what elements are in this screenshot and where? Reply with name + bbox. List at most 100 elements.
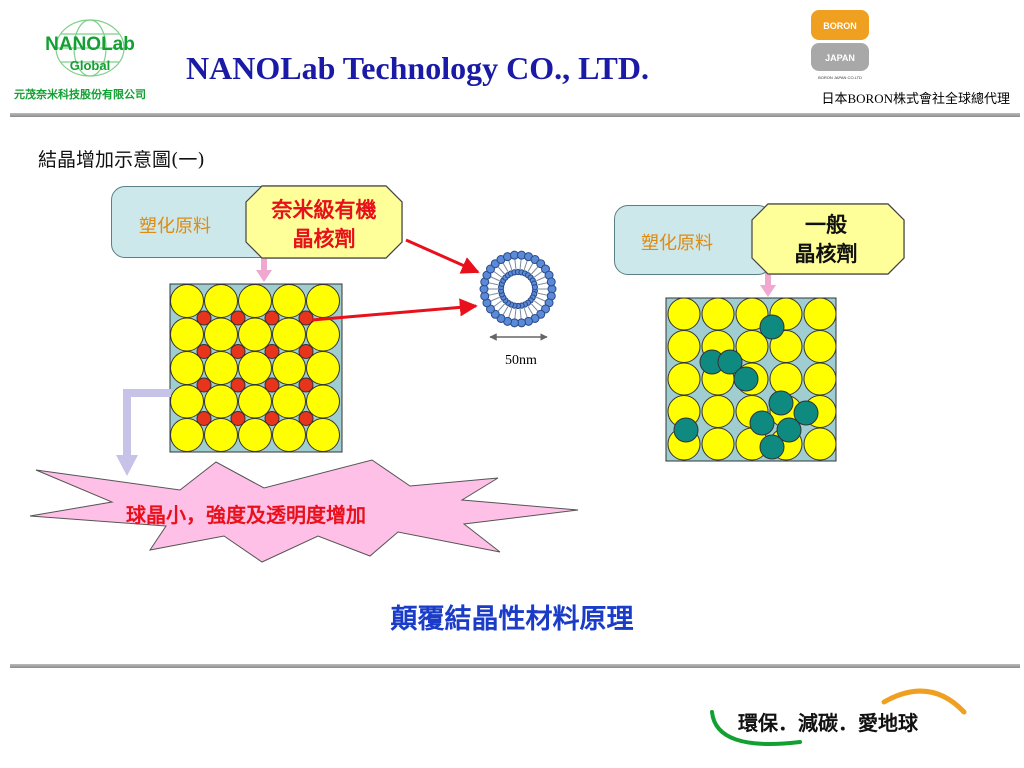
normal-agent-particle (749, 410, 775, 436)
molecule-chain (514, 308, 517, 320)
left-down-arrow (256, 256, 272, 282)
molecule-chain (519, 308, 522, 320)
crystal-sphere (769, 362, 803, 396)
molecule-chain (496, 303, 505, 313)
partner-logo-small: BORON JAPAN CO.LTD (818, 75, 862, 80)
molecule-chain (487, 292, 499, 296)
molecule-chain (507, 307, 513, 319)
crystal-sphere (701, 297, 735, 331)
nano-agent-particle (264, 344, 280, 359)
molecule-chain (492, 300, 503, 308)
nano-agent-particles (196, 310, 314, 426)
molecule-chain (523, 307, 529, 319)
left-raw-material-label: 塑化原料 (139, 216, 211, 237)
molecule-head (531, 284, 539, 291)
crystal-sphere (803, 330, 837, 363)
right-raw-material-label: 塑化原料 (641, 233, 713, 254)
partner-logo-top: BORON (823, 21, 857, 31)
normal-agent-particle (776, 417, 802, 443)
molecule-chain (514, 258, 517, 270)
partner-logo-bottom: JAPAN (825, 53, 855, 63)
nanolab-logo: NANOLab Global (45, 19, 135, 77)
boron-japan-logo: BORON JAPAN BORON JAPAN CO.LTD (811, 10, 869, 80)
nano-agent-particle (196, 310, 212, 326)
agent-text: 日本BORON株式會社全球總代理 (821, 91, 1010, 106)
molecule-chain (527, 306, 534, 317)
logo-sub: Global (70, 58, 110, 73)
crystal-sphere (306, 418, 340, 452)
nano-agent-particle (230, 377, 246, 393)
normal-agent-line2: 晶核劑 (794, 241, 858, 266)
crystal-sphere (803, 362, 837, 396)
nano-agent-line2: 晶核劑 (292, 226, 356, 251)
molecule-chain (536, 275, 547, 282)
molecule-chain (492, 270, 503, 278)
normal-agent-particle (759, 314, 785, 340)
molecule-chain (489, 275, 500, 282)
normal-agent-particle (717, 349, 743, 375)
molecule-head (546, 277, 556, 287)
nano-agent-particle (298, 377, 314, 393)
molecule-chain (502, 261, 509, 272)
nano-agent-particle (196, 411, 212, 426)
molecule-chain (489, 296, 500, 303)
molecule-chain (527, 261, 534, 272)
scale-label: 50nm (505, 353, 537, 368)
normal-agent-particle (733, 366, 759, 392)
molecule-chain (523, 259, 529, 271)
nano-agent-label: 奈米級有機 晶核劑 (248, 195, 400, 253)
crystal-sphere (667, 330, 701, 363)
page-title: NANOLab Technology CO., LTD. (186, 50, 649, 86)
nano-agent-particle (230, 310, 246, 326)
footer-divider (10, 664, 1020, 668)
header-divider (10, 113, 1020, 117)
nano-agent-particle (230, 344, 246, 359)
molecule-chain (507, 259, 513, 271)
molecule-chain (519, 258, 522, 270)
slide-subtitle: 結晶增加示意圖(一) (38, 149, 205, 171)
normal-agent-particles (673, 314, 819, 460)
company-chinese-name: 元茂奈米科技股份有限公司 (14, 88, 146, 101)
molecule-chain (533, 300, 544, 308)
particle-to-molecule-arrow (311, 298, 478, 322)
crystal-sphere (170, 418, 204, 452)
result-burst (29, 459, 579, 563)
right-raw-material-box (614, 205, 772, 275)
nano-agent-particle (196, 344, 212, 359)
crystal-sphere (803, 297, 837, 331)
slogan-swoosh (710, 688, 967, 746)
normal-agent-particle (793, 400, 819, 426)
molecule-chain (487, 282, 499, 286)
molecule-chain (531, 303, 540, 313)
nano-agent-particle (298, 310, 314, 326)
molecule-chain (537, 282, 549, 286)
crystal-sphere (667, 297, 701, 331)
agent-to-molecule-arrow (405, 238, 480, 274)
normal-agent-particle (673, 417, 699, 443)
crystal-sphere (272, 418, 306, 452)
logo-name: NANOLab (45, 34, 135, 55)
normal-crystal-spheres (667, 297, 837, 461)
nano-agent-particle (230, 411, 246, 426)
molecule-chain (536, 296, 547, 303)
nano-agent-line1: 奈米級有機 (271, 197, 377, 222)
crystal-sphere (238, 418, 272, 452)
crystal-sphere (667, 362, 701, 396)
nano-agent-particle (264, 411, 280, 426)
globe-icon (55, 19, 125, 77)
normal-agent-particle (759, 434, 785, 460)
molecule-chain (537, 292, 549, 296)
nano-agent-particle (264, 310, 280, 326)
nano-agent-particle (298, 344, 314, 359)
crystal-sphere (204, 418, 238, 452)
molecule-chain (531, 265, 540, 275)
nano-agent-particle (264, 377, 280, 393)
molecule-chain (533, 270, 544, 278)
result-label: 球晶小，強度及透明度增加 (126, 503, 366, 527)
right-down-arrow (760, 273, 776, 297)
principle-heading: 顛覆結晶性材料原理 (390, 604, 634, 635)
normal-agent-particle (768, 390, 794, 416)
crystal-sphere (701, 395, 735, 428)
crystal-sphere (701, 427, 735, 461)
normal-agent-label: 一般 晶核劑 (750, 210, 902, 268)
